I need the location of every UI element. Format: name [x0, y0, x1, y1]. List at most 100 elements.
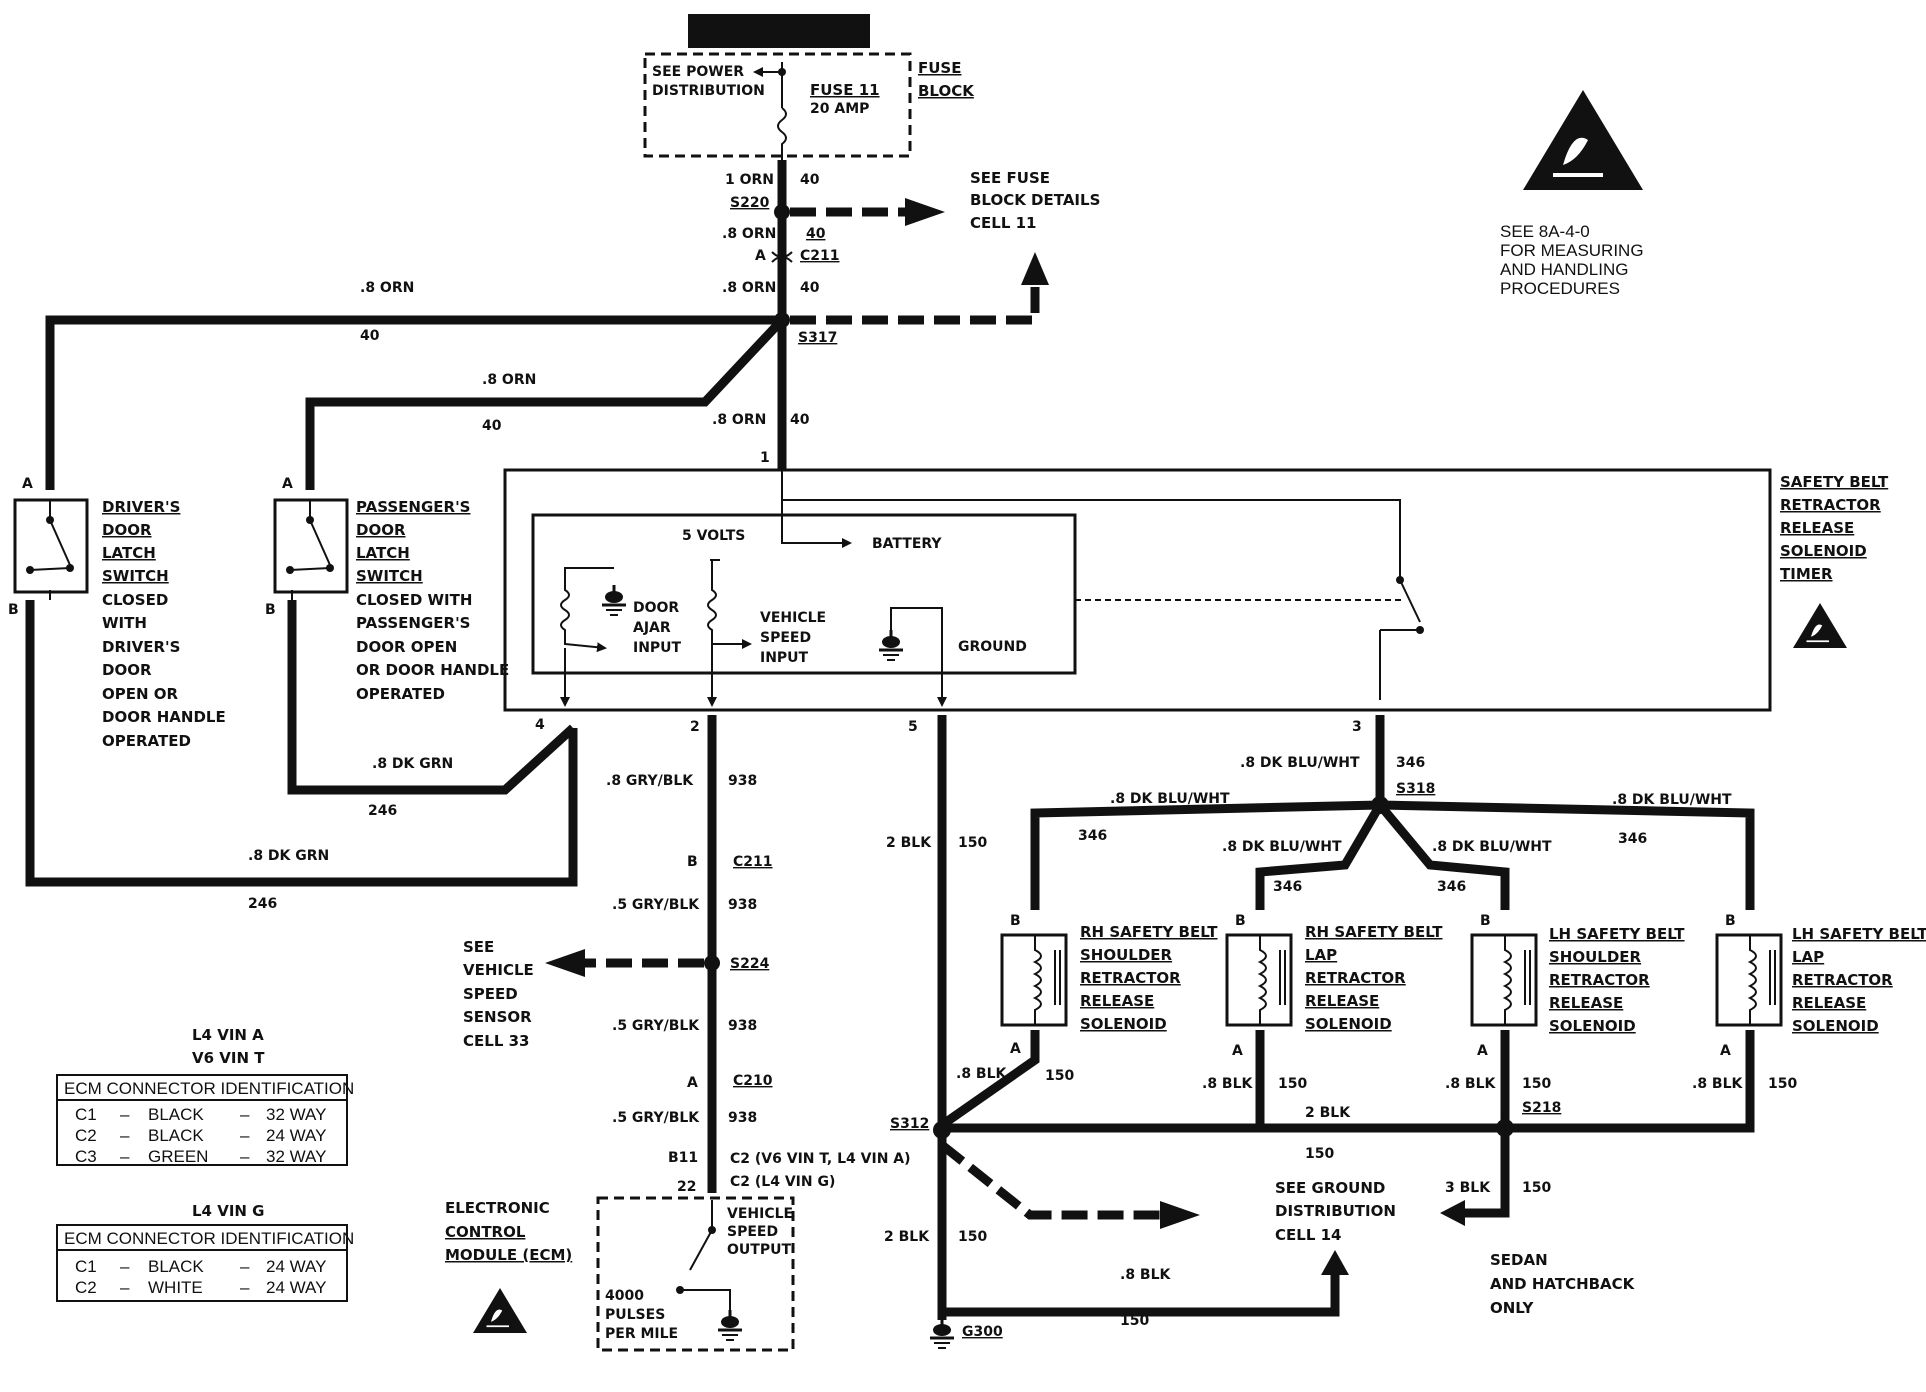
timer-vss-input-1: VEHICLE — [760, 610, 826, 626]
passenger-switch-desc-4: OR DOOR HANDLE — [356, 661, 509, 679]
sol-rhs-5: SOLENOID — [1080, 1015, 1167, 1033]
timer-pin-2: 2 — [690, 719, 700, 735]
svg-text:BLACK: BLACK — [148, 1126, 204, 1145]
wire-346-label-a: 346 — [1396, 755, 1425, 771]
splice-s317: S317 — [798, 330, 837, 346]
splice-s318: S318 — [1396, 781, 1435, 797]
timer-battery-label: BATTERY — [872, 536, 942, 552]
svg-text:BLACK: BLACK — [148, 1257, 204, 1276]
wire-246-label-a: 246 — [368, 803, 397, 819]
wire-346-label-d: 346 — [1437, 879, 1466, 895]
see-fuse-note-2: BLOCK DETAILS — [970, 191, 1100, 209]
wire-346-label-c: 346 — [1273, 879, 1302, 895]
wire-938-label-c: 938 — [728, 1018, 757, 1034]
sol-rhs-4: RELEASE — [1080, 992, 1154, 1010]
wire-s312-dashed — [939, 1141, 1160, 1220]
timer-title-5: TIMER — [1780, 565, 1833, 583]
redacted-header — [688, 14, 870, 48]
wire-08blk-label-b: .8 BLK — [1202, 1076, 1254, 1092]
solenoid-rh-lap: B A — [1225, 913, 1293, 1059]
timer-ground-label: GROUND — [958, 639, 1027, 655]
svg-text:–: – — [120, 1257, 130, 1276]
wire-08blk-label-g: .8 BLK — [1120, 1267, 1172, 1283]
wire-dkgrn-label-b: .8 DK GRN — [248, 848, 329, 864]
wire-08orn-label-b: .8 ORN — [722, 280, 776, 296]
sol-rhl-1: RH SAFETY BELT — [1305, 923, 1443, 941]
passenger-switch-title-3: LATCH — [356, 544, 410, 562]
wire-rh-shoulder-return — [939, 1030, 1040, 1129]
timer-title-2: RETRACTOR — [1780, 496, 1881, 514]
svg-text:24 WAY: 24 WAY — [266, 1126, 326, 1145]
driver-switch-pin-a: A — [22, 476, 33, 492]
svg-text:–: – — [240, 1257, 250, 1276]
timer-title-4: SOLENOID — [1780, 542, 1867, 560]
sol-rhs-1: RH SAFETY BELT — [1080, 923, 1218, 941]
see-gnd-note-3: CELL 14 — [1275, 1226, 1341, 1244]
fuse-block-label-1: FUSE — [918, 59, 961, 77]
esd-timer-icon — [1792, 602, 1848, 649]
see-vss-note-5: CELL 33 — [463, 1032, 529, 1050]
sol-lhs-2: SHOULDER — [1549, 948, 1642, 966]
driver-switch-desc-3: DRIVER'S — [102, 638, 180, 656]
driver-switch-desc-5: OPEN OR — [102, 685, 179, 703]
wire-08blk-label-a: .8 BLK — [956, 1066, 1008, 1082]
passenger-switch-title-2: DOOR — [356, 521, 406, 539]
wire-lh-shoulder-feed — [1376, 802, 1510, 910]
sol-lhl-2: LAP — [1792, 948, 1824, 966]
sol-lhs-5: SOLENOID — [1549, 1017, 1636, 1035]
sol-rhl-5: SOLENOID — [1305, 1015, 1392, 1033]
driver-switch-title-2: DOOR — [102, 521, 152, 539]
wire-150-label-i: 150 — [1522, 1180, 1551, 1196]
see-vss-note-3: SPEED — [463, 985, 518, 1003]
wire-passenger-feed — [305, 316, 786, 490]
conn-c210-a-pin: A — [687, 1075, 698, 1091]
wire-40-label-f: 40 — [790, 412, 810, 428]
svg-text:L4 VIN G: L4 VIN G — [192, 1202, 265, 1220]
svg-text:A: A — [1477, 1043, 1488, 1059]
svg-text:–: – — [120, 1126, 130, 1145]
wire-dkbluwht-label-d: .8 DK BLU/WHT — [1432, 839, 1552, 855]
wire-150-label-d: 150 — [1278, 1076, 1307, 1092]
timer-door-ajar-1: DOOR — [633, 600, 679, 616]
sol-rhs-2: SHOULDER — [1080, 946, 1173, 964]
driver-switch-pin-b: B — [8, 602, 19, 618]
wire-gryblk-label-d: .5 GRY/BLK — [612, 1110, 700, 1126]
sedan-note-2: AND HATCHBACK — [1490, 1275, 1636, 1293]
esd-warning-icon — [1521, 88, 1645, 192]
wire-938-label-b: 938 — [728, 897, 757, 913]
wire-lh-lap-return — [1260, 1030, 1755, 1133]
wire-driver-return — [25, 600, 578, 887]
timer-5volts-label: 5 VOLTS — [682, 528, 745, 544]
sol-rhl-3: RETRACTOR — [1305, 969, 1406, 987]
svg-text:–: – — [240, 1105, 250, 1124]
wire-dkgrn-label-a: .8 DK GRN — [372, 756, 453, 772]
ecm-pin-b11: B11 — [668, 1150, 698, 1166]
svg-text:–: – — [240, 1126, 250, 1145]
svg-text:B: B — [1725, 913, 1736, 929]
driver-switch-title-1: DRIVER'S — [102, 498, 180, 516]
svg-text:ECM CONNECTOR IDENTIFICATION: ECM CONNECTOR IDENTIFICATION — [64, 1229, 354, 1248]
splice-s224-dot — [704, 955, 720, 971]
timer-ground-icon-a — [600, 583, 628, 617]
svg-text:24 WAY: 24 WAY — [266, 1257, 326, 1276]
solenoid-lh-shoulder: B A — [1470, 913, 1538, 1059]
wire-40-label-c: 40 — [800, 280, 820, 296]
wire-150-label-c: 150 — [1045, 1068, 1074, 1084]
wire-938-label-d: 938 — [728, 1110, 757, 1126]
wire-346-label-b: 346 — [1078, 828, 1107, 844]
passenger-switch-title-4: SWITCH — [356, 567, 423, 585]
sedan-note-3: ONLY — [1490, 1299, 1535, 1317]
see-fuse-note-3: CELL 11 — [970, 214, 1036, 232]
ecm-conn-c2-v6: C2 (V6 VIN T, L4 VIN A) — [730, 1151, 911, 1167]
svg-text:B: B — [1235, 913, 1246, 929]
fuse-name: FUSE 11 — [810, 81, 880, 99]
ecm-conn-c2-l4: C2 (L4 VIN G) — [730, 1174, 835, 1190]
ground-g300: G300 — [962, 1324, 1003, 1340]
timer-pin-1: 1 — [760, 450, 770, 466]
ecm-label-2: CONTROL — [445, 1223, 526, 1241]
wire-150-label-e: 150 — [1522, 1076, 1551, 1092]
svg-text:BLACK: BLACK — [148, 1105, 204, 1124]
svg-text:–: – — [240, 1278, 250, 1297]
wire-40-label-e: 40 — [482, 418, 502, 434]
